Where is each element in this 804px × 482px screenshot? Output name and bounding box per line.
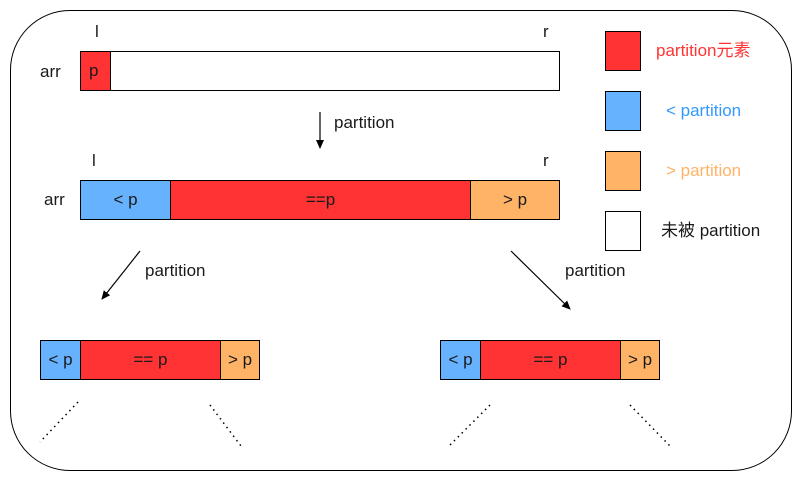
top-unpartitioned-cell xyxy=(110,51,560,91)
mid-arr-label: arr xyxy=(44,190,65,209)
dots-bl-left xyxy=(39,401,79,443)
legend-label-red: partition元素 xyxy=(656,41,751,60)
arrow-right xyxy=(510,250,571,310)
legend-swatch-orange xyxy=(605,151,641,191)
top-l-marker: l xyxy=(95,22,99,41)
diagram-frame xyxy=(10,10,792,471)
mid-greater-cell: > p xyxy=(470,180,560,220)
bottom-left-greater-cell: > p xyxy=(220,340,260,380)
arrow-left-label: partition xyxy=(145,261,206,280)
arrow-top-label: partition xyxy=(334,113,395,132)
legend-swatch-red xyxy=(605,31,641,71)
top-r-marker: r xyxy=(543,22,549,41)
dots-br-left xyxy=(449,404,491,446)
legend-swatch-white xyxy=(605,211,641,251)
dots-bl-right xyxy=(209,404,242,447)
mid-r-marker: r xyxy=(543,151,549,170)
legend-swatch-blue xyxy=(605,91,641,131)
mid-equal-cell: ==p xyxy=(170,180,471,220)
bottom-right-greater-cell: > p xyxy=(620,340,660,380)
dots-br-right xyxy=(629,404,671,447)
arrow-left xyxy=(101,250,141,300)
top-pivot-cell: p xyxy=(80,51,111,91)
legend-label-orange: > partition xyxy=(666,161,742,180)
bottom-left-less-cell: < p xyxy=(40,340,81,380)
bottom-left-equal-cell: == p xyxy=(80,340,221,380)
bottom-right-less-cell: < p xyxy=(440,340,481,380)
arrow-right-label: partition xyxy=(565,261,626,280)
legend-label-white: 未被 partition xyxy=(661,221,761,240)
top-arr-label: arr xyxy=(40,62,61,81)
legend-label-blue: < partition xyxy=(666,101,742,120)
mid-l-marker: l xyxy=(92,151,96,170)
bottom-right-equal-cell: == p xyxy=(480,340,621,380)
